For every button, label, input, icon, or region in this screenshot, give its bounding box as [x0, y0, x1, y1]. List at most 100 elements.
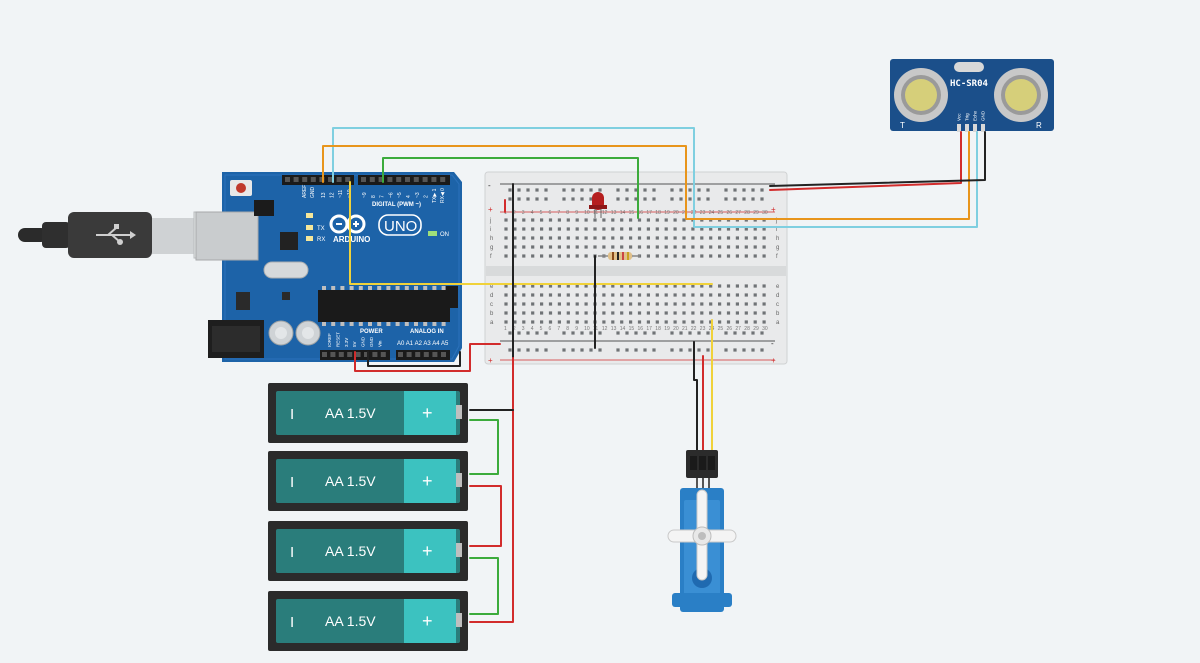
column-number: 24 [709, 210, 715, 216]
breadboard-center-channel [486, 266, 786, 276]
row-letter: i [490, 227, 491, 233]
digital-pin-label: ~9 [362, 192, 368, 198]
column-number: 26 [727, 210, 733, 216]
crystal [263, 261, 309, 279]
analog-pin-label: A2 [415, 341, 423, 347]
sensor-r-mark: R [1036, 121, 1042, 130]
rail-plus-symbol: + [488, 356, 493, 365]
row-letter: a [776, 320, 780, 326]
column-number: 22 [691, 326, 697, 332]
row-letter: g [776, 245, 779, 251]
row-letter: g [490, 245, 493, 251]
column-number: 26 [727, 326, 733, 332]
servo-horn [667, 489, 737, 581]
column-number: 9 [575, 326, 578, 332]
analog-pin-label: A5 [441, 341, 449, 347]
column-number: 4 [531, 326, 534, 332]
column-number: 23 [700, 326, 706, 332]
column-number: 18 [655, 210, 661, 216]
column-number: 2 [513, 210, 516, 216]
power-pin-label: IOREF [327, 333, 332, 347]
column-number: 7 [557, 326, 560, 332]
resistor[interactable] [598, 252, 640, 260]
wire-black-arduino-gnd [367, 351, 461, 367]
tx-pin-label: TX▶ 1 [432, 188, 438, 203]
analog-pin-label: A1 [406, 341, 414, 347]
wire-black-sensor-gnd [769, 131, 986, 187]
rail-plus-symbol: + [771, 356, 776, 365]
column-number: 3 [522, 326, 525, 332]
column-number: 4 [531, 210, 534, 216]
rx-led [306, 236, 313, 241]
battery-minus-symbol: I [290, 474, 294, 491]
row-letter: c [776, 302, 779, 308]
reset-button[interactable] [230, 180, 252, 196]
row-letter: b [776, 311, 780, 317]
l-led [306, 213, 313, 218]
column-number: 25 [718, 210, 724, 216]
column-number: 25 [718, 326, 724, 332]
battery-plus-symbol: + [422, 403, 433, 423]
arduino-brand-label: ARDUINO [333, 235, 370, 244]
wire-red-sensor-vcc [769, 131, 962, 191]
wire-yellow-servo [349, 181, 713, 285]
rail-plus-symbol: + [771, 205, 776, 214]
regulator [236, 292, 250, 310]
analog-pin-label: A0 [397, 341, 405, 347]
column-number: 21 [682, 326, 688, 332]
column-number: 18 [655, 326, 661, 332]
wires [322, 127, 986, 623]
column-number: 5 [540, 210, 543, 216]
column-number: 28 [744, 210, 750, 216]
column-number: 30 [762, 210, 768, 216]
column-number: 30 [762, 326, 768, 332]
power-pin-label: 3.3V [344, 338, 349, 347]
battery-minus-symbol: I [290, 614, 294, 631]
arduino-logo [329, 214, 366, 234]
column-number: 17 [646, 326, 652, 332]
aref-label: AREF [302, 185, 308, 198]
sensor-model-label: HC-SR04 [950, 79, 989, 89]
column-number: 12 [602, 326, 608, 332]
column-number: 29 [753, 326, 759, 332]
digital-pin-label: ~5 [397, 192, 403, 198]
digital-pin-label: 12 [330, 192, 336, 198]
red-led[interactable] [589, 192, 607, 218]
row-letter: f [490, 254, 492, 260]
wire-red-arduino-5v [354, 343, 501, 372]
power-label: POWER [360, 329, 383, 335]
column-number: 27 [735, 326, 741, 332]
battery-plus-symbol: + [422, 541, 433, 561]
column-number: 15 [629, 326, 635, 332]
row-letter: i [776, 227, 777, 233]
row-letter: d [776, 293, 779, 299]
column-number: 7 [557, 210, 560, 216]
sensor-pin-label: GND [981, 110, 986, 121]
analog-in-label: ANALOG IN [410, 329, 444, 335]
power-header [320, 350, 450, 360]
sensor-pin-label: Vcc [957, 113, 962, 121]
row-letter: h [776, 236, 779, 242]
digital-pin-label: 2 [424, 195, 430, 198]
sensor-t-mark: T [900, 121, 905, 130]
wire-cyan-echo [332, 127, 978, 228]
column-number: 12 [602, 210, 608, 216]
column-number: 28 [744, 326, 750, 332]
column-number: 16 [638, 326, 644, 332]
servo-motor[interactable] [667, 450, 737, 612]
column-number: 2 [513, 326, 516, 332]
digital-pin-label: ~11 [338, 190, 344, 198]
wire-orange-trig [322, 131, 970, 220]
row-letter: j [775, 218, 777, 224]
row-letter: e [490, 284, 494, 290]
usb-icon [96, 224, 136, 245]
digital-header [282, 175, 450, 185]
power-pin-label: Vin [377, 340, 382, 347]
